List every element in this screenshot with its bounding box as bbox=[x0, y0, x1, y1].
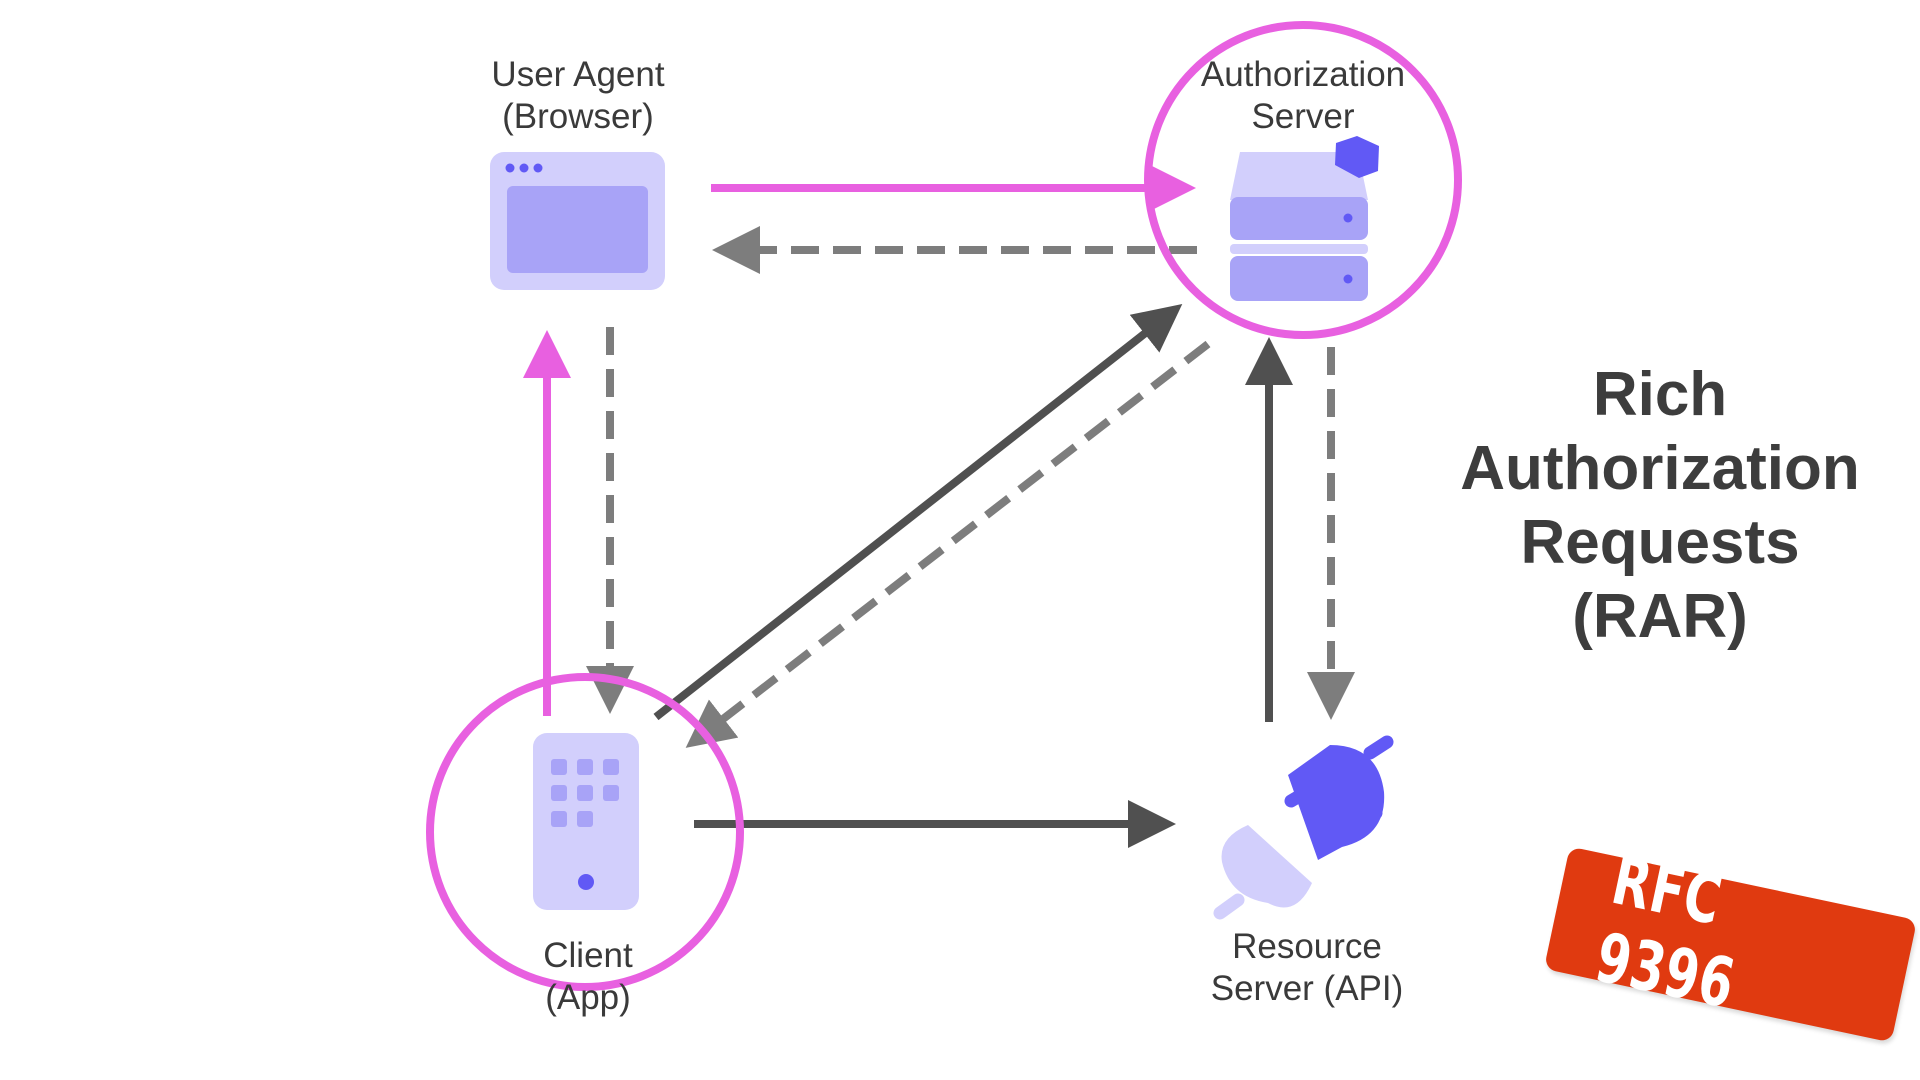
resource-server-label-line2: Server (API) bbox=[1210, 969, 1404, 1008]
arrow-auth-server-to-client bbox=[685, 340, 1211, 748]
mobile-phone-icon bbox=[533, 733, 639, 910]
server-stack-icon bbox=[1230, 136, 1379, 301]
arrow-client-to-auth-server bbox=[653, 304, 1183, 721]
resource-server-label: Resource Server (API) bbox=[1211, 926, 1404, 1010]
browser-window-icon bbox=[490, 152, 665, 290]
user-agent-label-line1: User Agent bbox=[491, 55, 665, 94]
title-line3: Requests bbox=[1520, 508, 1800, 577]
auth-server-label: Authorization Server bbox=[1201, 54, 1405, 138]
resource-server-label-line1: Resource bbox=[1232, 927, 1382, 966]
auth-server-label-line2: Server bbox=[1251, 97, 1355, 136]
slide-title: Rich Authorization Requests (RAR) bbox=[1460, 358, 1860, 654]
title-line1: Rich bbox=[1592, 360, 1728, 429]
client-label-line2: (App) bbox=[545, 978, 631, 1017]
client-label-line1: Client bbox=[543, 936, 633, 975]
auth-server-label-line1: Authorization bbox=[1200, 55, 1406, 94]
user-agent-label-line2: (Browser) bbox=[502, 97, 654, 136]
title-line2: Authorization bbox=[1460, 434, 1860, 503]
user-agent-label: User Agent (Browser) bbox=[491, 54, 664, 138]
highlight-circle-auth-server bbox=[1144, 21, 1462, 339]
highlight-circle-client bbox=[426, 673, 744, 991]
plug-connector-icon bbox=[1213, 735, 1394, 920]
title-line4: (RAR) bbox=[1572, 582, 1748, 651]
client-label: Client (App) bbox=[543, 935, 632, 1019]
